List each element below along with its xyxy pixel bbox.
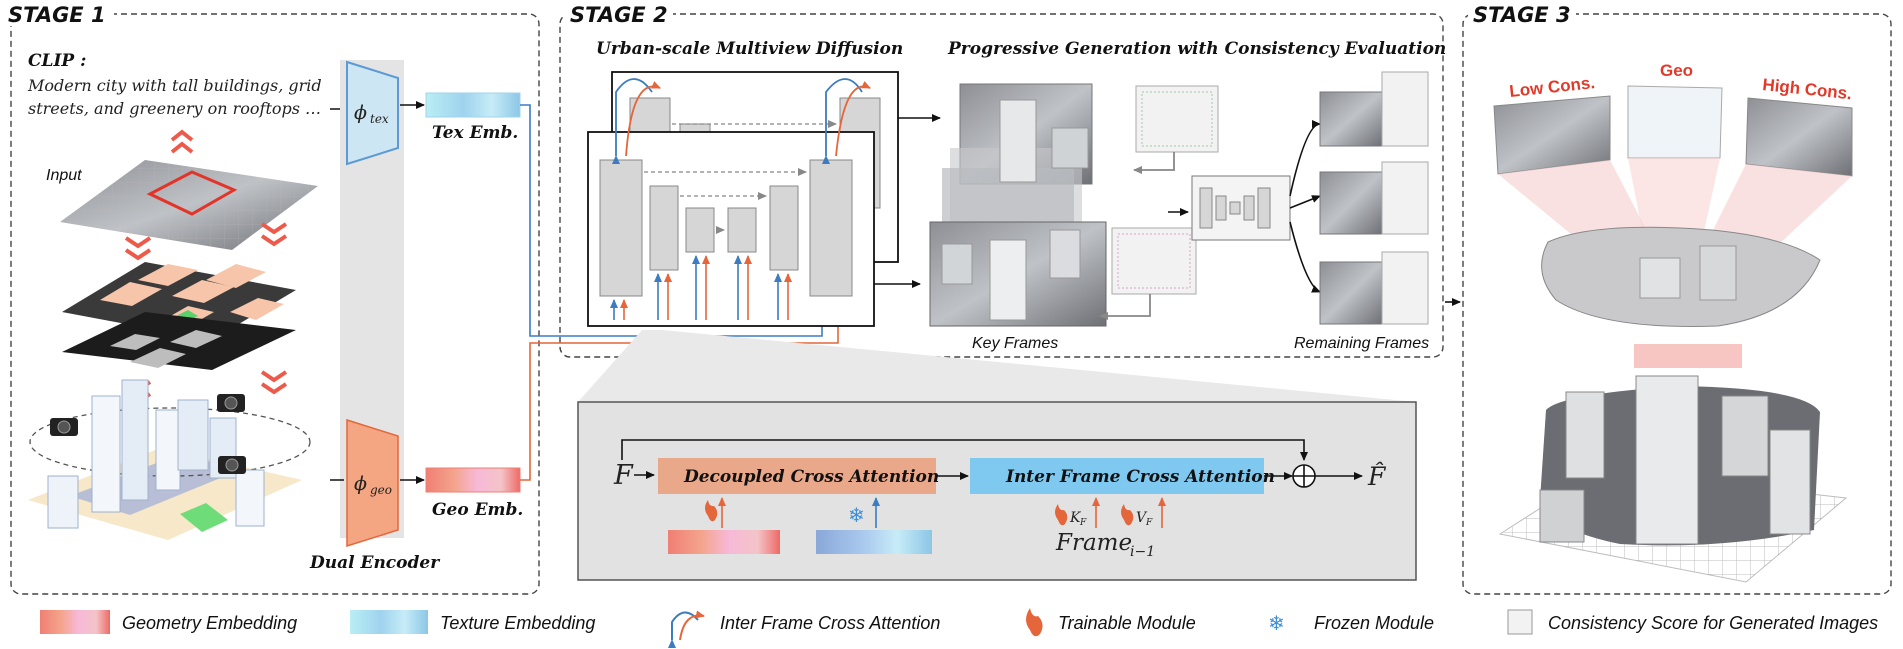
decoupled-cross-attention[interactable] bbox=[658, 458, 936, 494]
key-subscript: F bbox=[1079, 518, 1087, 528]
input-label: Input bbox=[46, 167, 82, 184]
clip-prompt-line1: Modern city with tall buildings, grid bbox=[27, 76, 322, 95]
multiview-diffusion-title: Urban-scale Multiview Diffusion bbox=[596, 39, 903, 59]
geometry-scene bbox=[28, 379, 311, 540]
remaining-frames-stack bbox=[1319, 71, 1429, 325]
legend-trainable-label: Trainable Module bbox=[1058, 613, 1196, 633]
snowflake-icon: ❄ bbox=[1268, 611, 1285, 635]
phi-geo-subscript: geo bbox=[370, 483, 392, 497]
key-frames-stack bbox=[929, 83, 1107, 327]
evaluator-network bbox=[1191, 175, 1291, 241]
previous-frame-symbol: Frame bbox=[1055, 530, 1132, 556]
geo-embedding-input bbox=[668, 530, 780, 554]
phi-tex-subscript: tex bbox=[370, 112, 389, 126]
inter-frame-cross-attention[interactable] bbox=[970, 458, 1264, 494]
chevron-up-icon bbox=[170, 129, 194, 154]
chevron-down-icon bbox=[124, 370, 288, 405]
geo-view-label: Geo bbox=[1660, 61, 1693, 80]
key-symbol: K bbox=[1069, 510, 1082, 526]
consistency-score-grid-1 bbox=[1135, 85, 1219, 153]
legend-inter-frame-label: Inter Frame Cross Attention bbox=[720, 613, 940, 633]
tex-encoder bbox=[346, 60, 399, 166]
stage1-frame bbox=[10, 13, 540, 595]
legend-texture-label: Texture Embedding bbox=[440, 613, 595, 633]
clip-prompt-line2: streets, and greenery on rooftops … bbox=[28, 99, 321, 118]
dual-encoder-label: Dual Encoder bbox=[309, 553, 440, 573]
phi-geo-symbol: ϕ bbox=[354, 473, 367, 495]
legend-texture-swatch bbox=[350, 610, 428, 634]
mesh-to-render-arrow bbox=[1634, 344, 1742, 368]
key-frames-label: Key Frames bbox=[972, 335, 1058, 352]
plus-circle-icon bbox=[1292, 464, 1316, 488]
stage2-frame bbox=[559, 13, 1444, 358]
stage1-label: STAGE 1 bbox=[8, 3, 106, 27]
dca-label: Decoupled Cross Attention bbox=[683, 467, 939, 487]
consistency-score-grid-2 bbox=[1111, 227, 1197, 295]
geo-emb-label: Geo Emb. bbox=[432, 500, 523, 520]
chevron-down-icon bbox=[124, 222, 288, 261]
value-symbol: V bbox=[1136, 510, 1148, 526]
remaining-frames-label: Remaining Frames bbox=[1294, 335, 1429, 352]
input-feature-F: F bbox=[613, 460, 634, 491]
fire-icon bbox=[1026, 608, 1043, 637]
input-aerial-map bbox=[60, 160, 318, 250]
camera-icon bbox=[50, 418, 78, 436]
output-feature-F-hat: F̂ bbox=[1367, 462, 1387, 491]
fire-icon bbox=[705, 500, 718, 522]
progressive-generation-title: Progressive Generation with Consistency … bbox=[947, 39, 1446, 59]
stage3-frame bbox=[1462, 13, 1892, 595]
stage2-label: STAGE 2 bbox=[570, 3, 668, 27]
inter-frame-arc-icon bbox=[668, 610, 705, 648]
high-consistency-view bbox=[1745, 97, 1853, 177]
ifca-label: Inter Frame Cross Attention bbox=[1005, 467, 1275, 487]
phi-tex-symbol: ϕ bbox=[354, 102, 367, 124]
geo-embedding-strip bbox=[425, 467, 521, 493]
fire-icon bbox=[1121, 504, 1134, 526]
tex-embedding-input bbox=[816, 530, 932, 554]
clip-label: CLIP : bbox=[28, 51, 86, 71]
stage3-label: STAGE 3 bbox=[1473, 3, 1571, 27]
textured-city-render bbox=[1498, 375, 1848, 583]
legend-geometry-swatch bbox=[40, 610, 110, 634]
snowflake-icon: ❄ bbox=[848, 503, 865, 527]
reconstructed-mesh bbox=[1541, 226, 1821, 327]
semantic-map-layer bbox=[62, 262, 296, 370]
legend-frozen-label: Frozen Module bbox=[1314, 613, 1434, 633]
high-consistency-label: High Cons. bbox=[1762, 75, 1853, 103]
previous-frame-subscript: i−1 bbox=[1130, 544, 1155, 560]
camera-icon bbox=[217, 394, 245, 412]
unet-diffusion-block bbox=[587, 71, 899, 327]
fire-icon bbox=[1055, 504, 1068, 526]
geo-view bbox=[1627, 85, 1723, 159]
zoom-funnel bbox=[578, 330, 1416, 402]
camera-icon bbox=[218, 456, 246, 474]
legend-consistency-swatch bbox=[1507, 609, 1533, 635]
low-consistency-label: Low Cons. bbox=[1508, 73, 1595, 101]
tex-embedding-strip bbox=[425, 92, 521, 118]
legend-geometry-label: Geometry Embedding bbox=[122, 613, 297, 633]
legend-consistency-label: Consistency Score for Generated Images bbox=[1548, 613, 1878, 633]
value-subscript: F bbox=[1145, 518, 1153, 528]
geo-encoder bbox=[346, 418, 399, 548]
tex-emb-label: Tex Emb. bbox=[432, 123, 518, 143]
